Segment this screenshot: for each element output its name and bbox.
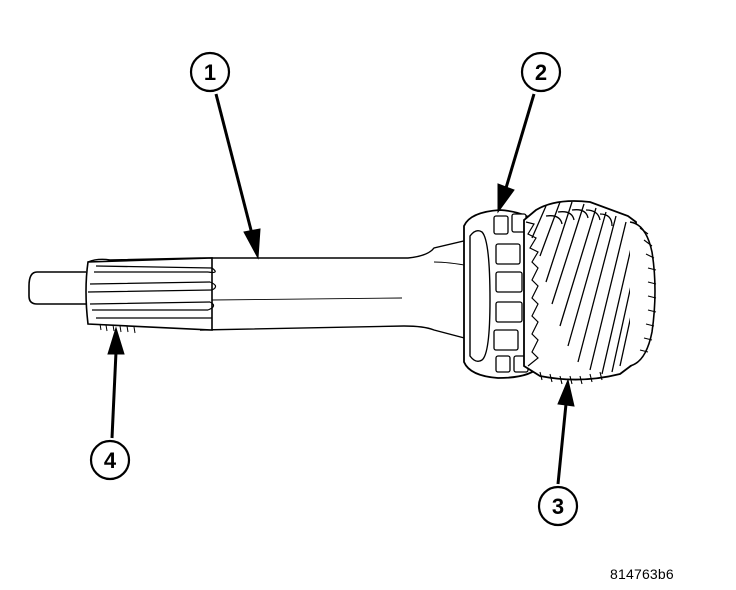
callout-number-2: 2 <box>535 60 547 85</box>
callout-2: 2 <box>520 51 562 93</box>
shaft-body <box>199 239 473 341</box>
roller <box>495 301 523 323</box>
leader-line-4 <box>110 351 118 439</box>
callout-circle-1 <box>189 51 231 93</box>
spline-grooves <box>87 265 213 319</box>
shaft-highlight <box>211 297 403 301</box>
callout-3: 3 <box>537 485 579 527</box>
bearing <box>463 209 541 379</box>
gear-left-edge <box>525 221 539 367</box>
helical-gear <box>523 200 657 385</box>
spline-edge <box>87 257 201 263</box>
arrowhead-4 <box>107 326 125 355</box>
arrowhead-3 <box>557 378 575 407</box>
bearing-rollers <box>493 213 529 373</box>
gear-clutch-teeth <box>639 227 657 353</box>
callout-number-1: 1 <box>204 60 216 85</box>
callout-circle-4 <box>89 439 131 481</box>
arrowhead-2 <box>497 183 515 214</box>
bearing-inner-face <box>469 229 491 363</box>
leader-lines <box>107 93 575 485</box>
spline-body <box>85 257 213 331</box>
gear-teeth <box>531 201 635 375</box>
figure-id: 814763b6 <box>610 566 674 582</box>
callout-4: 4 <box>89 439 131 481</box>
input-shaft <box>28 239 473 341</box>
leader-line-1 <box>214 93 254 235</box>
roller <box>493 329 519 351</box>
arrowhead-1 <box>243 228 261 260</box>
callout-circle-3 <box>537 485 579 527</box>
roller <box>495 243 521 265</box>
callout-number-3: 3 <box>552 494 564 519</box>
spline-tips <box>207 267 217 311</box>
leader-line-2 <box>504 93 536 189</box>
roller <box>495 271 523 293</box>
gear-bottom-teeth <box>539 371 603 385</box>
roller <box>495 355 511 373</box>
spline-bottom-ticks <box>99 323 136 334</box>
callout-number-4: 4 <box>104 448 117 473</box>
callout-1: 1 <box>189 51 231 93</box>
pilot-tip <box>28 271 86 305</box>
leader-line-3 <box>556 403 568 485</box>
input-shaft-splines <box>85 257 217 334</box>
callout-circle-2 <box>520 51 562 93</box>
gear-clutch-ring <box>629 221 656 367</box>
roller <box>493 215 509 235</box>
